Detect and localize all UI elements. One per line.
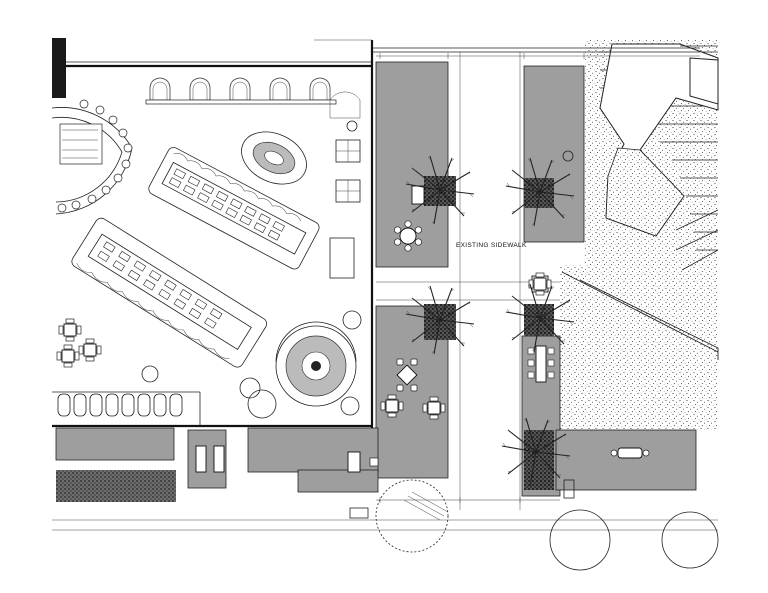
curved-bar-counter (51, 99, 133, 215)
booth-row-top (145, 77, 337, 105)
banquette-upper (148, 147, 320, 270)
oval-feature-upper (241, 131, 307, 185)
building-walls (52, 38, 718, 531)
dimension-lines (376, 53, 700, 503)
stair-details (349, 479, 719, 571)
lounge-tables-left (56, 318, 159, 383)
banquette-lower (71, 217, 268, 368)
service-area (329, 91, 362, 416)
existing-sidewalk-label: EXISTING SIDEWALK (456, 242, 527, 249)
patio-furniture (195, 150, 650, 473)
round-feature-lower (275, 321, 357, 407)
landscape-area (560, 40, 719, 430)
booth-row-bottom (57, 377, 277, 419)
